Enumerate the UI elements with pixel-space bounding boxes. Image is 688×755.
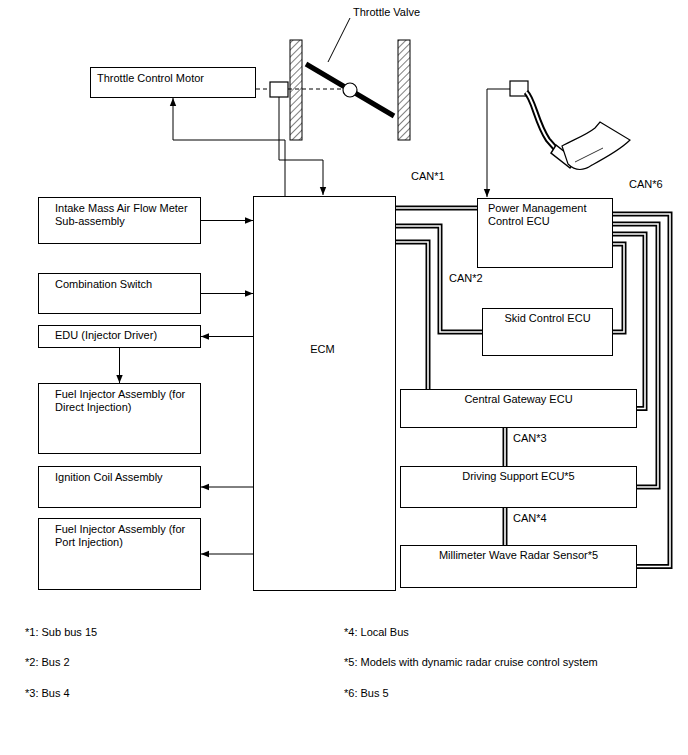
signal-arrow (201, 293, 253, 294)
can-bus-line (396, 242, 428, 389)
bus-label: CAN*3 (512, 432, 548, 445)
actuator-box: Throttle Control Motor (90, 67, 256, 98)
box-label: Combination Switch (55, 278, 196, 291)
box-label: EDU (Injector Driver) (55, 329, 196, 342)
signal-arrow (201, 554, 253, 555)
sensor-box: Intake Mass Air Flow Meter Sub-assembly (38, 197, 201, 244)
driver-foot (575, 148, 603, 162)
driver-box: EDU (Injector Driver) (38, 325, 201, 348)
driver-foot (562, 122, 630, 169)
footnote: *6: Bus 5 (343, 687, 390, 700)
can-bus-line (613, 244, 624, 332)
can-bus-line (396, 208, 477, 209)
signal-arrow (201, 220, 253, 221)
box-label: Intake Mass Air Flow Meter Sub-assembly (55, 202, 196, 228)
can-bus-line (505, 428, 506, 466)
ecu-box: ECM (253, 196, 396, 591)
signal-arrow (173, 98, 285, 196)
throttle-plate (306, 64, 394, 116)
box-label: Skid Control ECU (487, 312, 608, 325)
switch-box: Combination Switch (38, 273, 201, 314)
leader-line (328, 18, 350, 62)
footnote: *1: Sub bus 15 (24, 626, 98, 639)
motor-shaft (256, 89, 270, 90)
signal-arrow (201, 554, 253, 555)
sensor-box: Millimeter Wave Radar Sensor*5 (400, 545, 637, 588)
can-bus-line (396, 207, 477, 209)
throttle-shaft (343, 83, 357, 97)
signal-arrow (201, 220, 253, 221)
signal-arrow (201, 293, 253, 294)
ecu-box: Driving Support ECU*5 (400, 466, 637, 508)
footnote: *4: Local Bus (343, 626, 410, 639)
pedal-signal-line (487, 89, 510, 197)
throttle-body-wall (398, 40, 410, 140)
ecu-box: Power Management Control ECU (477, 198, 613, 268)
signal-arrow (201, 336, 253, 337)
can-bus-line (613, 224, 658, 487)
box-label: Ignition Coil Assembly (55, 471, 196, 484)
can-bus-line (613, 224, 658, 487)
injector-box: Fuel Injector Assembly (for Port Injecti… (38, 518, 201, 590)
box-label: Power Management Control ECU (488, 202, 608, 228)
bus-label: CAN*2 (448, 272, 484, 285)
ecu-box: Central Gateway ECU (400, 389, 637, 428)
can-bus-line (503, 508, 508, 545)
box-label: Throttle Control Motor (97, 72, 251, 85)
box-label: Driving Support ECU*5 (405, 470, 632, 483)
footnote: *2: Bus 2 (24, 656, 71, 669)
throttle-sensor (270, 82, 288, 97)
ecu-box: Skid Control ECU (482, 308, 613, 356)
can-bus-line (396, 242, 428, 389)
signal-arrow (119, 348, 120, 383)
box-label: Millimeter Wave Radar Sensor*5 (405, 549, 632, 562)
box-label: Central Gateway ECU (405, 393, 632, 406)
box-label: Fuel Injector Assembly (for Direct Injec… (55, 388, 196, 414)
signal-arrow (173, 98, 285, 196)
box-label: Fuel Injector Assembly (for Port Injecti… (55, 523, 196, 549)
injector-box: Fuel Injector Assembly (for Direct Injec… (38, 383, 201, 454)
can-bus-line (504, 428, 506, 466)
can-bus-line (613, 234, 645, 409)
signal-arrow (201, 487, 253, 488)
can-bus-line (503, 428, 508, 466)
footnote: *5: Models with dynamic radar cruise con… (343, 656, 599, 669)
can-bus-line (505, 508, 506, 545)
throttle-body-wall (290, 40, 302, 140)
signal-arrow (119, 348, 120, 383)
sensor-signal-line (279, 97, 323, 195)
can-bus-line (396, 206, 477, 211)
bus-label: CAN*6 (628, 178, 664, 191)
can-bus-line (613, 234, 645, 409)
signal-arrow (201, 336, 253, 337)
can-bus-line (613, 244, 624, 332)
signal-arrow (201, 487, 253, 488)
can-bus-line (613, 224, 658, 487)
coil-box: Ignition Coil Assembly (38, 466, 201, 508)
bus-label: CAN*1 (410, 170, 446, 183)
box-label: ECM (254, 343, 391, 356)
footnote: *3: Bus 4 (24, 687, 71, 700)
can-bus-line (396, 242, 428, 389)
can-bus-line (613, 244, 624, 332)
part-label: Throttle Valve (352, 6, 421, 19)
motor-shaft (288, 89, 343, 90)
can-bus-line (504, 508, 506, 545)
can-bus-line (613, 234, 645, 409)
bus-label: CAN*4 (512, 512, 548, 525)
